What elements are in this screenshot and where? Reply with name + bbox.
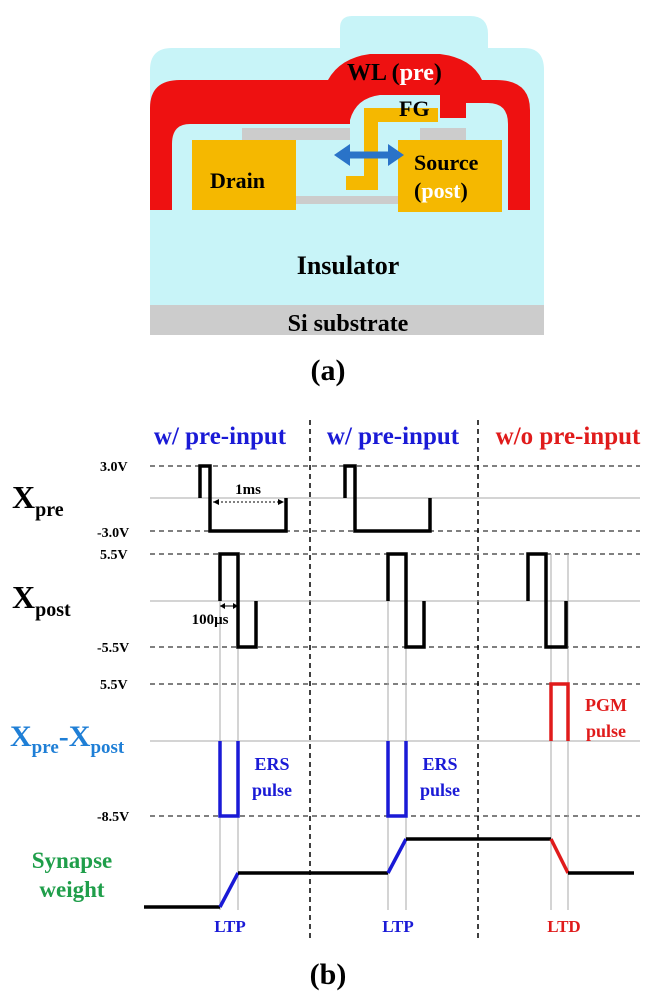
- voltage-label-pre-bottom: -3.0V: [97, 526, 129, 541]
- x-pre-waveform-2: [343, 464, 432, 533]
- ers-label-1a: ERS: [254, 754, 289, 774]
- bottom-label-3: LTD: [547, 917, 580, 936]
- vertical-guides: [219, 554, 569, 910]
- si-substrate-layer: [150, 305, 544, 335]
- row-label-weight: weight: [39, 877, 105, 902]
- substrate-label: Si substrate: [288, 311, 409, 337]
- post-label: (post): [414, 178, 468, 203]
- ers-label-2b: pulse: [420, 780, 460, 800]
- bottom-label-2: LTP: [382, 917, 414, 936]
- weight-rise-1: [218, 872, 240, 908]
- voltage-label-post-top: 5.5V: [100, 548, 128, 563]
- row-label-synapse: Synapse: [32, 848, 113, 873]
- pgm-label-a: PGM: [585, 695, 627, 715]
- row-label-x-pre: Xpre: [12, 479, 64, 521]
- ers-label-1b: pulse: [252, 780, 292, 800]
- channel-oxide: [296, 196, 400, 204]
- hundred-us-label: 100μs: [192, 612, 229, 628]
- x-pre-waveform-1: [198, 464, 288, 533]
- source-oxide: [420, 128, 466, 140]
- pgm-label-b: pulse: [586, 721, 626, 741]
- column-title-2: w/ pre-input: [327, 423, 460, 450]
- one-ms-label: 1ms: [235, 482, 261, 498]
- voltage-label-diff-bottom: -8.5V: [97, 810, 129, 825]
- caption-a: (a): [311, 354, 346, 387]
- word-line-gate: [150, 54, 530, 210]
- waveform-diagram: w/ pre-input w/ pre-input w/o pre-input: [10, 420, 641, 940]
- ers-label-2a: ERS: [422, 754, 457, 774]
- bottom-label-1: LTP: [214, 917, 246, 936]
- insulator-label: Insulator: [297, 251, 400, 280]
- device-cross-section: WL (pre) FG Drain Source (post) Insulato…: [150, 16, 544, 337]
- column-title-1: w/ pre-input: [154, 423, 287, 450]
- weight-rise-2: [386, 838, 408, 874]
- double-arrow-icon: [334, 144, 404, 166]
- voltage-label-pre-top: 3.0V: [100, 460, 128, 475]
- row-label-diff: Xpre-Xpost: [10, 720, 125, 758]
- wl-label: WL (pre): [347, 60, 442, 86]
- voltage-label-post-bottom: -5.5V: [97, 641, 129, 656]
- source-label: Source: [414, 150, 479, 175]
- ers-pulse-1: [218, 741, 240, 818]
- pgm-pulse: [549, 682, 570, 741]
- caption-b: (b): [310, 958, 347, 991]
- row-label-x-post: Xpost: [12, 579, 71, 621]
- weight-fall: [549, 838, 570, 874]
- ers-pulse-2: [386, 741, 408, 818]
- x-post-waveform-2: [386, 552, 426, 649]
- source-electrode: [398, 140, 502, 212]
- x-post-waveform-3: [526, 552, 568, 649]
- column-title-3: w/o pre-input: [496, 423, 641, 450]
- gate-oxide-liner: [242, 128, 350, 150]
- drain-electrode: [192, 140, 296, 210]
- voltage-label-diff-top: 5.5V: [100, 678, 128, 693]
- fg-label: FG: [399, 96, 430, 121]
- x-post-waveform-1: [218, 552, 258, 649]
- drain-label: Drain: [210, 168, 265, 193]
- floating-gate: [346, 108, 438, 190]
